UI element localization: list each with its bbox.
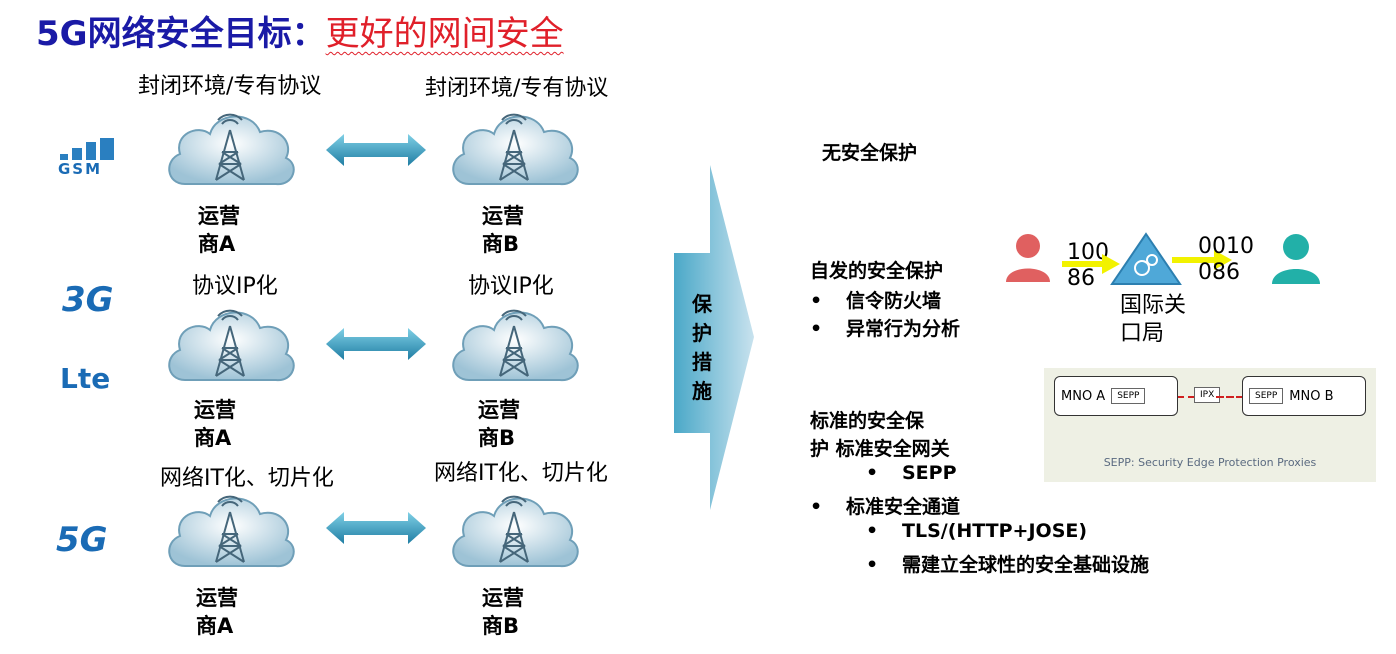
operator-b-label-row2: 运营商B: [478, 398, 520, 450]
link-ipx-b: [1216, 396, 1244, 398]
row2-caption-b: 协议IP化: [468, 274, 554, 299]
sepp-b-box: SEPP: [1249, 388, 1284, 404]
ipx-box: IPX: [1194, 387, 1221, 403]
sepp-caption: SEPP: Security Edge Protection Proxies: [1103, 456, 1317, 469]
sepp-a-box: SEPP: [1111, 388, 1146, 404]
international-gateway-icon: [1110, 232, 1182, 285]
standard-item-2: •标准安全通道: [810, 496, 961, 518]
sepp-diagram: MNO A SEPP IPX SEPP MNO B SEPP: Security…: [1044, 368, 1376, 482]
protection-measures-arrow-icon: [674, 165, 754, 510]
row3-caption-a: 网络IT化、切片化: [160, 466, 334, 491]
title-part2: 更好的网间安全: [325, 14, 564, 54]
page-title: 5G网络安全目标：更好的网间安全: [36, 6, 564, 55]
operator-a-label-row1: 运营商A: [198, 204, 240, 256]
cloud-operator-b-row1: [444, 102, 584, 192]
international-gateway-label: 国际关口局: [1120, 293, 1187, 346]
standard-sub-infra: •需建立全球性的安全基础设施: [866, 554, 1150, 576]
cloud-operator-a-row2: [160, 298, 300, 388]
row1-caption-a: 封闭环境/专有协议: [138, 74, 322, 99]
double-arrow-row1-icon: [326, 132, 426, 168]
cloud-operator-b-row3: [444, 484, 584, 574]
3g-logo-icon: 3G: [62, 280, 114, 320]
standard-sub-tls: •TLS/(HTTP+JOSE): [866, 520, 1088, 542]
person-teal-icon: [1272, 234, 1320, 284]
5g-logo-icon: 5G: [56, 520, 108, 560]
person-red-icon: [1006, 234, 1050, 282]
gsm-logo-text: GSM: [58, 160, 103, 178]
standard-protection-heading-line2: 护 标准安全网关: [810, 438, 950, 460]
double-arrow-row3-icon: [326, 510, 426, 546]
protection-measures-label: 保护措施: [692, 292, 712, 403]
operator-a-label-row2: 运营商A: [194, 398, 236, 450]
operator-b-label-row1: 运营商B: [482, 204, 524, 256]
yellow-arrow-2-icon: [1172, 250, 1232, 270]
no-protection-label: 无安全保护: [822, 142, 918, 164]
cloud-operator-b-row2: [444, 298, 584, 388]
gsm-logo-icon: GSM: [58, 138, 148, 184]
standard-protection-heading-line1: 标准的安全保: [810, 410, 925, 432]
cloud-operator-a-row1: [160, 102, 300, 192]
operator-b-label-row3: 运营商B: [482, 586, 524, 638]
cloud-operator-a-row3: [160, 484, 300, 574]
row3-caption-b: 网络IT化、切片化: [434, 461, 608, 486]
mno-a-box: MNO A SEPP: [1054, 376, 1178, 416]
spontaneous-item-1: •信令防火墙: [810, 290, 942, 312]
lte-logo-icon: Lte: [60, 362, 111, 395]
spontaneous-item-2: •异常行为分析: [810, 318, 961, 340]
double-arrow-row2-icon: [326, 326, 426, 362]
spontaneous-protection-heading: 自发的安全保护: [810, 260, 944, 282]
yellow-arrow-1-icon: [1062, 254, 1120, 274]
row2-caption-a: 协议IP化: [192, 274, 278, 299]
standard-sub-sepp: •SEPP: [866, 462, 957, 484]
operator-a-label-row3: 运营商A: [196, 586, 238, 638]
row1-caption-b: 封闭环境/专有协议: [425, 76, 609, 101]
mno-b-box: SEPP MNO B: [1242, 376, 1366, 416]
title-part1: 5G网络安全目标：: [36, 14, 326, 54]
